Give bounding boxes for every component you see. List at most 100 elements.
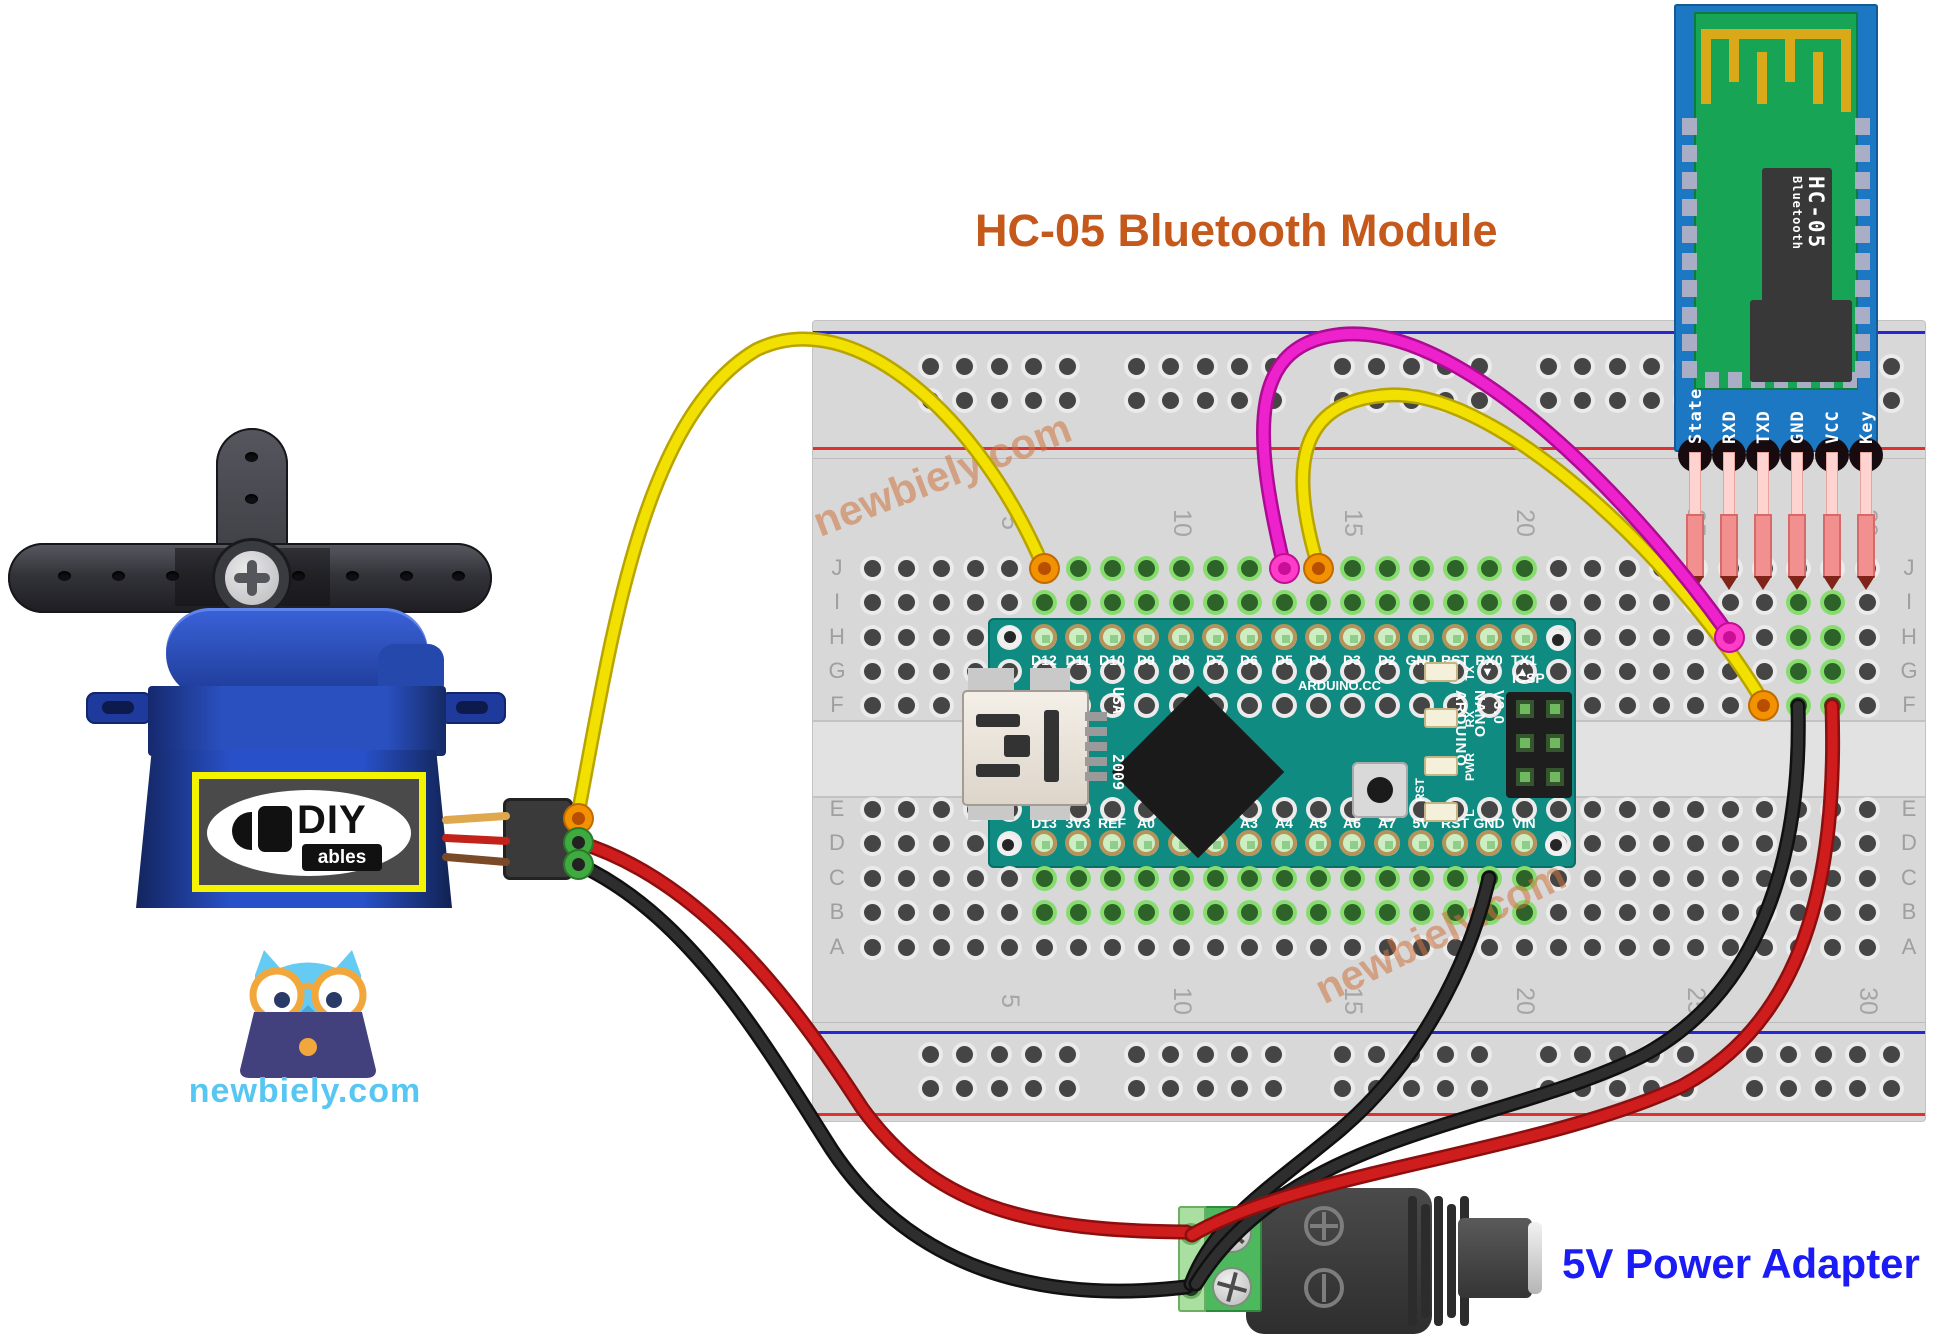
- wire-connector: [1716, 624, 1743, 651]
- power-rail-red-line-bottom: [813, 1113, 1925, 1116]
- nano-year-text: 2009: [1109, 754, 1127, 791]
- breadboard-hole: [1516, 594, 1533, 611]
- nano-pad: [1065, 624, 1091, 650]
- rail-hole: [1059, 392, 1077, 409]
- nano-pin-label: D4: [1309, 652, 1327, 668]
- rail-hole: [1334, 1080, 1351, 1097]
- breadboard-hole: [1413, 594, 1430, 611]
- breadboard-hole: [1104, 663, 1121, 680]
- breadboard-hole: [1276, 939, 1293, 956]
- rail-hole: [922, 392, 939, 409]
- breadboard-hole: [1481, 594, 1498, 611]
- castellation-pad: [1855, 253, 1870, 270]
- breadboard-hole: [864, 629, 881, 646]
- horn-hole: [292, 571, 305, 581]
- breadboard-hole: [1584, 697, 1601, 714]
- row-letter: E: [1901, 796, 1917, 821]
- rail-hole: [1883, 392, 1901, 409]
- breadboard-hole: [1584, 801, 1601, 818]
- breadboard-hole: [1379, 560, 1396, 577]
- castellation-pad: [1682, 307, 1697, 324]
- servo-lead-wire: [442, 834, 510, 845]
- breadboard-hole: [1550, 939, 1567, 956]
- breadboard-hole: [933, 870, 950, 887]
- breadboard-hole: [1687, 870, 1704, 887]
- breadboard-hole: [1653, 835, 1670, 852]
- nano-pin-label: A4: [1275, 815, 1293, 831]
- nano-pin-label: D12: [1031, 652, 1057, 668]
- breadboard-hole: [1207, 939, 1224, 956]
- rail-hole: [990, 392, 1008, 409]
- breadboard-hole: [1619, 697, 1636, 714]
- breadboard-hole: [1138, 560, 1155, 577]
- castellation-pad: [1705, 372, 1719, 388]
- breadboard-hole: [1687, 594, 1704, 611]
- power-adapter-title: 5V Power Adapter: [1562, 1240, 1920, 1287]
- owl-mascot: [240, 950, 376, 1078]
- breadboard-hole: [1619, 801, 1636, 818]
- breadboard-hole: [1207, 594, 1224, 611]
- breadboard-hole: [1619, 904, 1636, 921]
- breadboard-hole: [1481, 939, 1498, 956]
- breadboard-hole: [1001, 594, 1018, 611]
- nano-pad: [1476, 830, 1502, 856]
- barrel-ridge: [1421, 1204, 1430, 1318]
- rail-hole: [1642, 358, 1660, 375]
- rx-marker-icon: ▼: [1481, 664, 1494, 679]
- breadboard-hole: [1619, 663, 1636, 680]
- usb-pin: [1085, 772, 1107, 781]
- rail-hole: [1128, 358, 1145, 375]
- nano-pad: [1099, 624, 1125, 650]
- nano-pad: [1271, 830, 1297, 856]
- breadboard-hole: [1722, 594, 1739, 611]
- breadboard-hole: [1790, 801, 1807, 818]
- breadboard-hole: [967, 629, 984, 646]
- breadboard-hole: [1138, 663, 1155, 680]
- breadboard-hole: [1070, 560, 1087, 577]
- row-letter: H: [829, 624, 845, 649]
- breadboard-hole: [1687, 697, 1704, 714]
- breadboard-hole: [1790, 904, 1807, 921]
- nano-pad: [1099, 830, 1125, 856]
- breadboard-hole: [1276, 870, 1293, 887]
- breadboard-hole: [1173, 870, 1190, 887]
- breadboard-hole: [1104, 697, 1121, 714]
- breadboard-hole: [1036, 870, 1053, 887]
- breadboard-hole: [898, 835, 915, 852]
- nano-pad: [1168, 624, 1194, 650]
- rail-hole: [1883, 358, 1901, 375]
- breadboard-hole: [1070, 594, 1087, 611]
- horn-hole: [346, 571, 359, 581]
- breadboard-hole: [1207, 870, 1224, 887]
- breadboard-hole: [1790, 697, 1807, 714]
- column-number: 20: [1511, 509, 1539, 537]
- castellation-pad: [1855, 118, 1870, 135]
- breadboard-hole: [1687, 904, 1704, 921]
- mounting-hole: [997, 834, 1019, 856]
- diyables-logo-icon: [258, 806, 292, 852]
- breadboard-hole: [933, 560, 950, 577]
- breadboard-hole: [1173, 560, 1190, 577]
- servo-connector: [503, 798, 573, 880]
- castellation-pad: [1682, 226, 1697, 243]
- hc05-pin-label: Key: [1857, 410, 1877, 444]
- row-letter: A: [1901, 934, 1917, 959]
- led-rx: [1424, 708, 1458, 728]
- breadboard-hole: [1344, 560, 1361, 577]
- breadboard-hole: [1653, 939, 1670, 956]
- barrel-ridge: [1447, 1204, 1456, 1318]
- nano-pad: [1236, 830, 1262, 856]
- nano-pad: [1339, 830, 1365, 856]
- rail-hole: [990, 1046, 1008, 1063]
- breadboard-hole: [864, 560, 881, 577]
- plus-icon-bar: [1322, 1212, 1326, 1240]
- breadboard-hole: [1687, 629, 1704, 646]
- rail-hole: [922, 358, 939, 375]
- breadboard-hole: [1619, 629, 1636, 646]
- breadboard-hole: [1756, 939, 1773, 956]
- breadboard-hole: [898, 629, 915, 646]
- breadboard-hole: [898, 904, 915, 921]
- rail-hole: [1608, 358, 1626, 375]
- rail-hole: [1230, 1080, 1248, 1097]
